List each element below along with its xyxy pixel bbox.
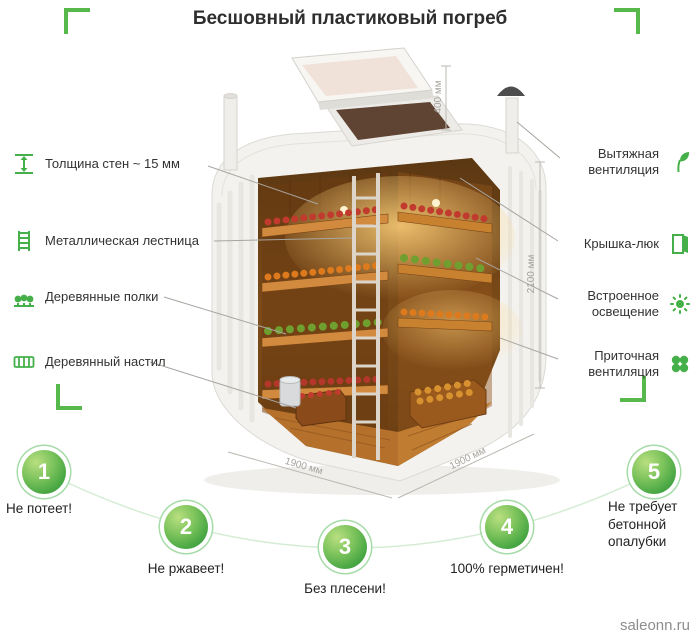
wall-thickness-icon: [15, 154, 33, 174]
feature-label: Вытяжная вентиляция: [588, 146, 659, 178]
feature-label: Встроенное освещение: [587, 288, 659, 320]
benefit-label-2: Не ржавеет!: [147, 561, 225, 576]
frame-corner-top-left: [64, 8, 90, 34]
light-icon: [670, 294, 690, 315]
feature-label: Крышка-люк: [583, 235, 659, 251]
frame-corner-bottom-left: [56, 384, 82, 410]
feature-label: Металлическая лестница: [45, 232, 199, 248]
benefit-number-1: 1: [22, 450, 66, 494]
cellar-interior: [258, 158, 522, 466]
ground-shadow: [204, 465, 560, 495]
ladder: [352, 173, 380, 460]
feature-label: Толщина стен ~ 15 мм: [45, 155, 180, 171]
exhaust-vent-pipe: [497, 86, 525, 154]
watermark: saleonn.ru: [619, 617, 690, 634]
shelves-icon: [14, 294, 34, 307]
ladder-icon: [18, 231, 30, 251]
dimension-lines: [227, 65, 545, 499]
frame-corner-top-right: [614, 8, 640, 34]
feature-wall-thickness: Толщина стен ~ 15 мм: [12, 152, 180, 176]
supply-vent-icon: [671, 356, 689, 373]
benefit-label-5: Не требует бетонной опалубки: [608, 499, 678, 550]
leader-lines: [149, 121, 561, 409]
dim-inner-height: 2100 мм: [526, 254, 537, 293]
feature-decking: Деревянный настил: [12, 350, 166, 374]
benefit-number-2: 2: [164, 505, 208, 549]
supply-vent-pipe: [223, 93, 238, 171]
feature-lighting: Встроенное освещение: [567, 288, 692, 321]
page-title: Бесшовный пластиковый погреб: [192, 8, 508, 29]
exhaust-vent-icon: [677, 152, 690, 173]
feature-ladder: Металлическая лестница: [12, 229, 199, 253]
feature-exhaust-vent: Вытяжная вентиляция: [567, 146, 692, 179]
benefit-label-3: Без плесени!: [304, 581, 386, 596]
feature-supply-vent: Приточная вентиляция: [567, 348, 692, 381]
benefit-number-3: 3: [323, 525, 367, 569]
feature-label: Деревянные полки: [45, 288, 159, 304]
hatch-door-icon: [672, 234, 688, 254]
feature-label: Приточная вентиляция: [588, 348, 659, 380]
hatch-lid: [291, 47, 463, 147]
decking-icon: [13, 356, 35, 368]
benefit-label-1: Не потеет!: [6, 501, 73, 516]
feature-label: Деревянный настил: [45, 353, 166, 369]
frame-corner-bottom-right: [620, 376, 646, 402]
benefit-number-5: 5: [632, 450, 676, 494]
feature-hatch: Крышка-люк: [567, 232, 692, 256]
benefit-label-4: 100% герметичен!: [450, 561, 564, 576]
benefit-number-4: 4: [485, 505, 529, 549]
feature-shelves: Деревянные полки: [12, 285, 158, 309]
dim-lid-height: 400 мм: [433, 80, 444, 113]
